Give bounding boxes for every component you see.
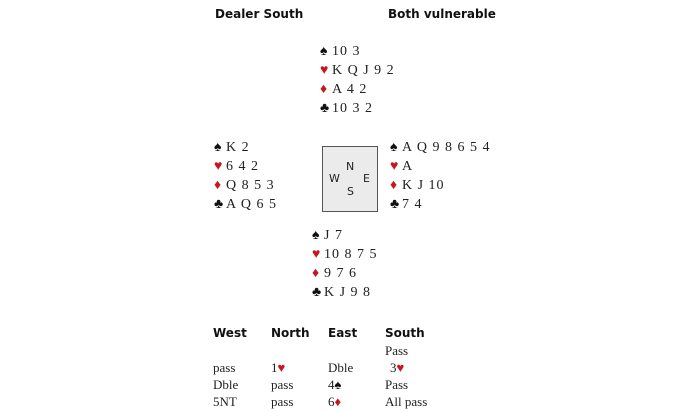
auction-row: Dble pass 4♠ Pass — [213, 377, 673, 394]
west-spades: K 2 — [226, 140, 250, 155]
bid: Pass — [385, 343, 409, 358]
west-clubs: A Q 6 5 — [226, 197, 277, 212]
bid: 6♦ — [328, 394, 341, 410]
bid: Pass — [385, 377, 409, 392]
heart-icon: ♥ — [277, 360, 286, 375]
heart-icon: ♥ — [320, 63, 330, 78]
compass-west: W — [329, 172, 340, 185]
bid: 1♥ — [271, 360, 285, 376]
dealer-label: Dealer South — [215, 7, 304, 21]
bid: 3♥ — [390, 360, 404, 376]
compass-south: S — [347, 185, 354, 198]
diamond-icon: ♦ — [390, 178, 399, 193]
bid-level: 4 — [328, 377, 335, 392]
south-diamonds: 9 7 6 — [324, 266, 357, 281]
diamond-icon: ♦ — [320, 82, 329, 97]
north-spades: 10 3 — [332, 44, 361, 59]
auction-row: pass 1♥ Dble 3♥ — [213, 360, 673, 377]
bid: pass — [271, 394, 294, 409]
bid: 5NT — [213, 394, 237, 409]
heart-icon: ♥ — [214, 159, 224, 174]
club-icon: ♣ — [214, 197, 225, 212]
header-north: North — [271, 326, 310, 340]
south-hand: ♠J 7 ♥10 8 7 5 ♦9 7 6 ♣K J 9 8 — [312, 226, 378, 302]
diamond-icon: ♦ — [214, 178, 223, 193]
east-clubs: 7 4 — [402, 197, 423, 212]
auction-row: Pass — [213, 343, 673, 360]
compass-box: N W E S — [322, 146, 378, 212]
bid-level: 6 — [328, 394, 335, 409]
spade-icon: ♠ — [334, 377, 342, 392]
vulnerability-label: Both vulnerable — [388, 7, 496, 21]
bid-level: 3 — [390, 360, 397, 375]
bid: Dble — [328, 360, 354, 375]
compass-east: E — [363, 172, 370, 185]
east-diamonds: K J 10 — [402, 178, 445, 193]
heart-icon: ♥ — [312, 247, 322, 262]
bid: All pass — [385, 394, 428, 409]
header-south: South — [385, 326, 425, 340]
east-hearts: A — [402, 159, 414, 174]
east-hand: ♠A Q 9 8 6 5 4 ♥A ♦K J 10 ♣7 4 — [390, 138, 490, 214]
south-hearts: 10 8 7 5 — [324, 247, 378, 262]
north-clubs: 10 3 2 — [332, 101, 373, 116]
north-hand: ♠10 3 ♥K Q J 9 2 ♦A 4 2 ♣10 3 2 — [320, 42, 395, 118]
diamond-icon: ♦ — [334, 394, 342, 409]
east-spades: A Q 9 8 6 5 4 — [402, 140, 491, 155]
bid-level: 1 — [271, 360, 278, 375]
bid: pass — [213, 360, 236, 375]
west-hand: ♠K 2 ♥6 4 2 ♦Q 8 5 3 ♣A Q 6 5 — [214, 138, 277, 214]
auction-header-row: West North East South — [213, 326, 673, 343]
diamond-icon: ♦ — [312, 266, 321, 281]
bid: Dble — [213, 377, 239, 392]
bid: 4♠ — [328, 377, 341, 393]
heart-icon: ♥ — [396, 360, 405, 375]
heart-icon: ♥ — [390, 159, 400, 174]
south-spades: J 7 — [324, 228, 343, 243]
club-icon: ♣ — [312, 285, 323, 300]
spade-icon: ♠ — [312, 228, 321, 243]
header-east: East — [328, 326, 358, 340]
compass-north: N — [346, 160, 355, 173]
club-icon: ♣ — [320, 101, 331, 116]
auction-row: 5NT pass 6♦ All pass — [213, 394, 673, 411]
south-clubs: K J 9 8 — [324, 285, 372, 300]
spade-icon: ♠ — [320, 44, 329, 59]
header-west: West — [213, 326, 247, 340]
spade-icon: ♠ — [390, 140, 399, 155]
auction-table: West North East South Pass pass 1♥ Dble … — [213, 326, 673, 411]
club-icon: ♣ — [390, 197, 401, 212]
bid: pass — [271, 377, 294, 392]
spade-icon: ♠ — [214, 140, 223, 155]
north-hearts: K Q J 9 2 — [332, 63, 395, 78]
north-diamonds: A 4 2 — [332, 82, 368, 97]
west-hearts: 6 4 2 — [226, 159, 259, 174]
west-diamonds: Q 8 5 3 — [226, 178, 275, 193]
